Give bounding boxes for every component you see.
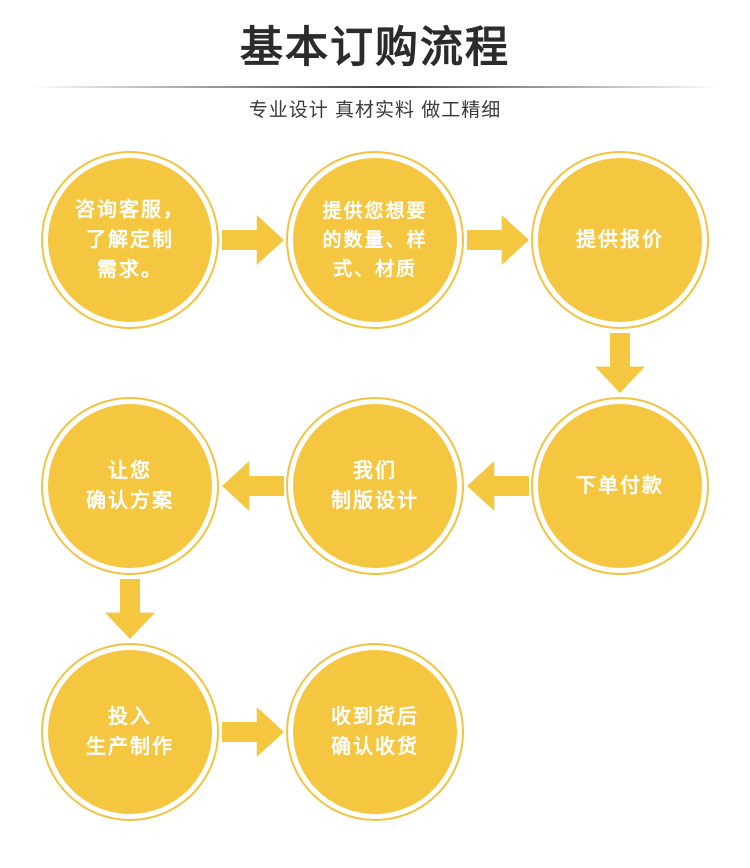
flow-step-2-body: 提供您想要 的数量、样 式、材质 (293, 158, 457, 322)
page-header: 基本订购流程 专业设计 真材实料 做工精细 (0, 0, 750, 130)
flow-step-5-body: 我们 制版设计 (293, 404, 457, 568)
arrow-left-icon-step4-to-step5 (467, 461, 529, 511)
flow-step-6-body: 让您 确认方案 (48, 404, 212, 568)
flow-step-7[interactable]: 投入 生产制作 (41, 643, 219, 821)
flow-step-3[interactable]: 提供报价 (531, 151, 709, 329)
flow-step-5[interactable]: 我们 制版设计 (286, 397, 464, 575)
flow-step-1[interactable]: 咨询客服， 了解定制 需求。 (41, 151, 219, 329)
flow-step-6[interactable]: 让您 确认方案 (41, 397, 219, 575)
title-divider (30, 86, 720, 88)
arrow-right-icon-step7-to-step8 (222, 707, 284, 757)
flow-step-3-body: 提供报价 (538, 158, 702, 322)
flow-step-7-body: 投入 生产制作 (48, 650, 212, 814)
flow-step-8[interactable]: 收到货后 确认收货 (286, 643, 464, 821)
arrow-right-icon-step1-to-step2 (222, 215, 284, 265)
arrow-down-icon-step6-to-step7 (105, 579, 155, 639)
flow-step-8-body: 收到货后 确认收货 (293, 650, 457, 814)
flow-step-4-label: 下单付款 (576, 475, 664, 497)
flow-step-2-label: 提供您想要 的数量、样 式、材质 (322, 200, 428, 280)
flow-step-8-label: 收到货后 确认收货 (331, 706, 419, 758)
arrow-down-icon-step3-to-step4 (595, 333, 645, 393)
page-subtitle: 专业设计 真材实料 做工精细 (248, 100, 502, 121)
flow-step-7-label: 投入 生产制作 (86, 706, 174, 758)
flow-step-2[interactable]: 提供您想要 的数量、样 式、材质 (286, 151, 464, 329)
flow-step-1-label: 咨询客服， 了解定制 需求。 (75, 199, 185, 281)
flow-step-5-label: 我们 制版设计 (331, 460, 419, 512)
flow-step-6-label: 让您 确认方案 (86, 460, 174, 512)
arrow-right-icon-step2-to-step3 (467, 215, 529, 265)
flow-step-4[interactable]: 下单付款 (531, 397, 709, 575)
flow-step-3-label: 提供报价 (576, 229, 664, 251)
arrow-left-icon-step5-to-step6 (222, 461, 284, 511)
flow-step-4-body: 下单付款 (538, 404, 702, 568)
page-title: 基本订购流程 (240, 24, 510, 72)
flow-step-1-body: 咨询客服， 了解定制 需求。 (48, 158, 212, 322)
